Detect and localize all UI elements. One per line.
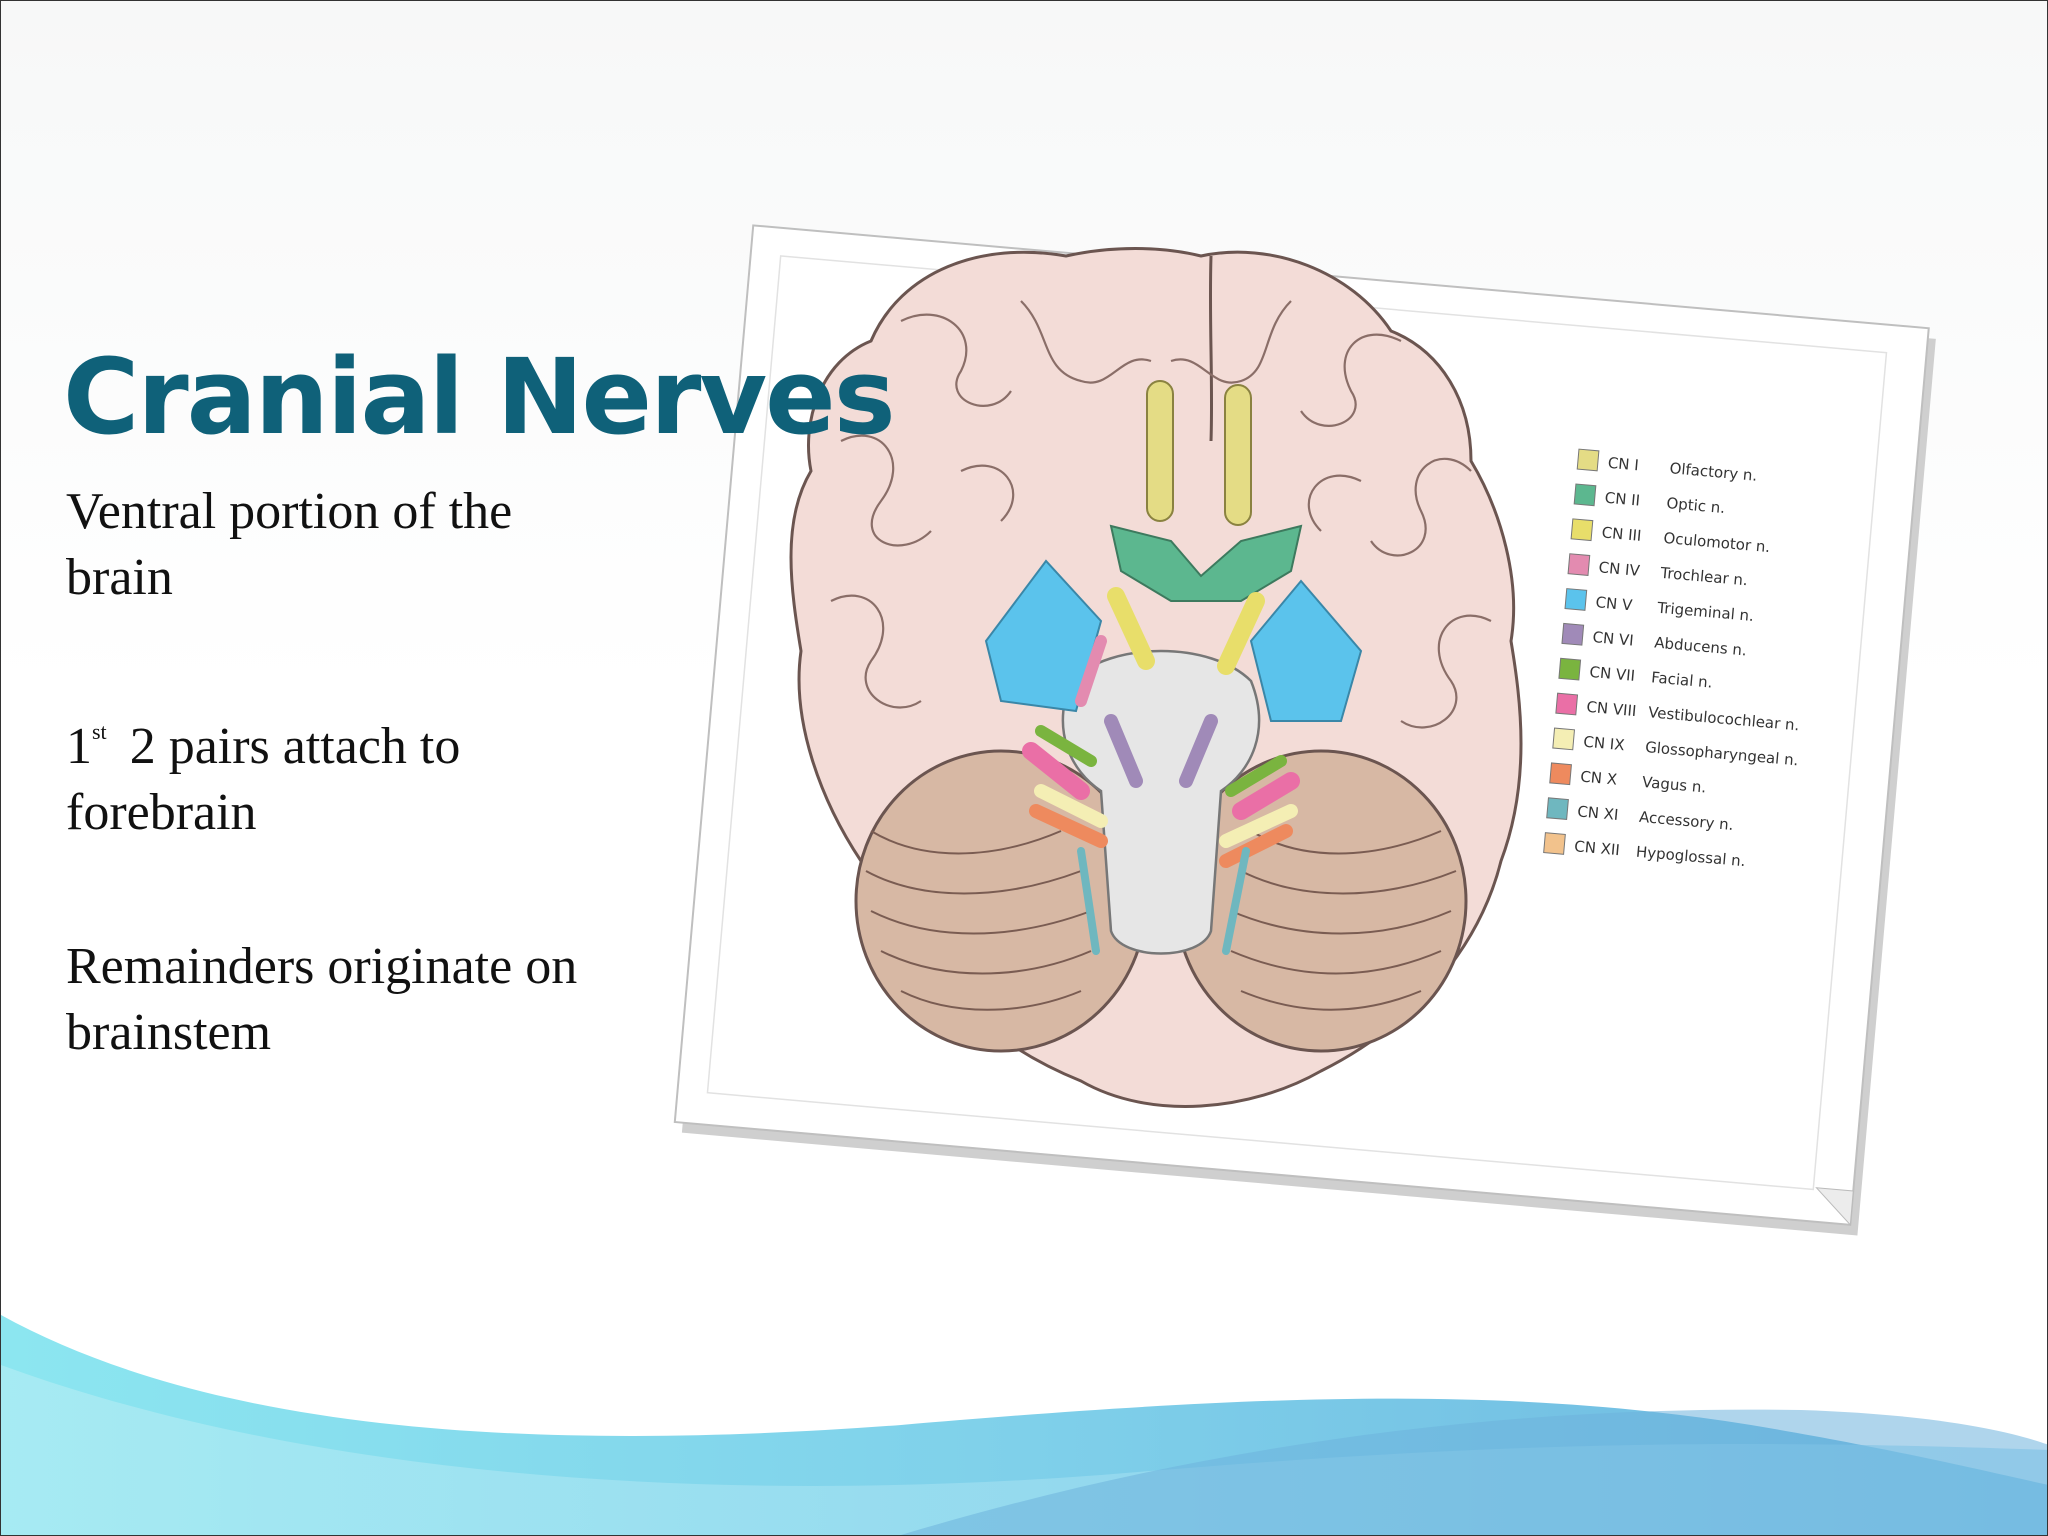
bullet-line: Ventral portion of the — [66, 483, 513, 540]
legend-swatch — [1567, 553, 1591, 576]
legend-code: CN XI — [1577, 802, 1620, 824]
brain-illustration — [789, 247, 1523, 1108]
slide-title: Cranial Nerves — [63, 335, 896, 458]
legend-name: Optic n. — [1666, 494, 1726, 517]
legend-swatch — [1552, 727, 1576, 751]
bullet-item: 1st 2 pairs attach to forebrain — [66, 699, 686, 846]
ordinal-suffix: st — [92, 719, 107, 744]
legend-code: CN XII — [1574, 837, 1621, 859]
wave-decoration — [1, 1315, 2047, 1535]
bullet-line: forebrain — [66, 784, 257, 841]
legend-code: CN IV — [1598, 558, 1641, 580]
legend-swatch — [1570, 518, 1594, 542]
legend-swatch — [1549, 762, 1572, 786]
legend-code: CN V — [1595, 593, 1634, 614]
ordinal-number: 1 — [66, 718, 92, 775]
legend-swatch — [1573, 483, 1597, 507]
bullet-line: Remainders originate on — [66, 938, 578, 995]
bullet-list: Ventral portion of the brain 1st 2 pairs… — [66, 479, 686, 1154]
legend-name: Facial n. — [1651, 668, 1714, 691]
legend-swatch — [1555, 692, 1579, 716]
bullet-item: Remainders originate on brainstem — [66, 934, 686, 1066]
legend-swatch — [1558, 657, 1582, 681]
bullet-line: brain — [66, 549, 173, 606]
legend-code: CN III — [1601, 523, 1642, 544]
bullet-text: 2 pairs attach to — [116, 718, 461, 775]
legend-code: CN I — [1607, 454, 1639, 475]
legend-code: CN IX — [1583, 733, 1626, 755]
legend-swatch — [1564, 588, 1588, 611]
bullet-line: brainstem — [66, 1004, 272, 1061]
legend-swatch — [1543, 832, 1566, 855]
legend-name: Vagus n. — [1641, 773, 1707, 797]
legend-code: CN VIII — [1586, 698, 1637, 720]
legend-code: CN X — [1580, 768, 1618, 789]
bullet-item: Ventral portion of the brain — [66, 479, 686, 611]
legend-code: CN II — [1604, 489, 1641, 510]
legend-code: CN VI — [1592, 628, 1635, 650]
legend-swatch — [1561, 622, 1585, 646]
legend-swatch — [1576, 448, 1600, 472]
legend-swatch — [1546, 797, 1569, 821]
bullet-line: 1st 2 pairs attach to — [66, 699, 686, 780]
legend-code: CN VII — [1589, 663, 1636, 685]
